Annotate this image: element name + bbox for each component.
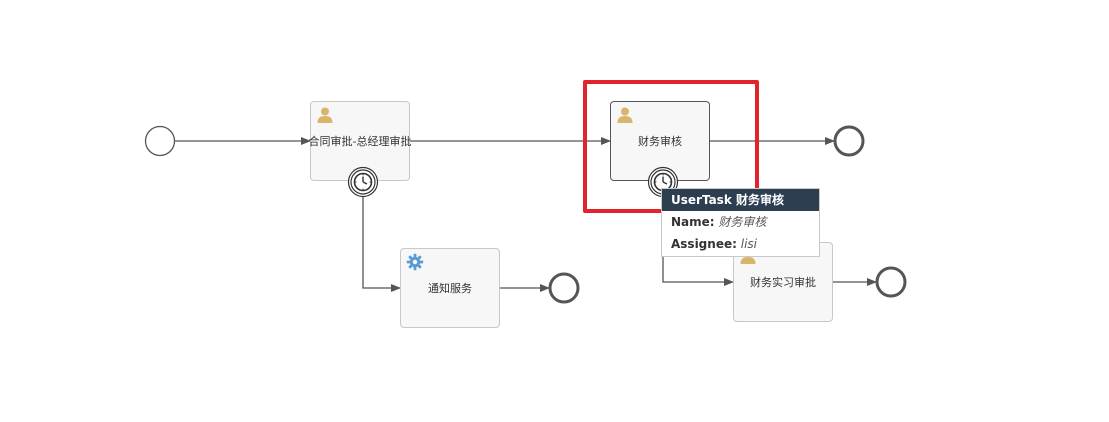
tooltip-name-value: 财务审核 [718, 215, 767, 229]
tooltip-assignee-value: lisi [740, 237, 757, 251]
tooltip-assignee-row: Assignee: lisi [662, 233, 819, 255]
tooltip-title: 财务审核 [736, 193, 785, 207]
task-label: 通知服务 [428, 282, 472, 295]
task-notify-service[interactable]: 通知服务 [400, 248, 500, 328]
tooltip-name-label: Name: [671, 215, 715, 229]
gear-icon [406, 253, 424, 271]
end-event-notify[interactable] [548, 272, 580, 304]
tooltip-type: UserTask [671, 193, 732, 207]
boundary-timer-event-contract[interactable] [347, 166, 379, 198]
user-icon [317, 107, 333, 123]
task-label: 财务审核 [638, 135, 682, 148]
tooltip-name-row: Name: 财务审核 [662, 211, 819, 233]
end-event-intern[interactable] [875, 266, 907, 298]
end-event-main[interactable] [833, 125, 865, 157]
tooltip-header: UserTask 财务审核 [662, 189, 819, 211]
start-event[interactable] [144, 125, 176, 157]
clock-icon [353, 172, 373, 192]
task-info-tooltip: UserTask 财务审核 Name: 财务审核 Assignee: lisi [661, 188, 820, 257]
task-label: 合同审批-总经理审批 [308, 135, 412, 148]
user-icon [617, 107, 633, 123]
tooltip-assignee-label: Assignee: [671, 237, 737, 251]
flow-timer-to-notify[interactable] [362, 195, 401, 292]
task-finance-review[interactable]: 财务审核 [610, 101, 710, 181]
task-label: 财务实习审批 [750, 276, 816, 289]
